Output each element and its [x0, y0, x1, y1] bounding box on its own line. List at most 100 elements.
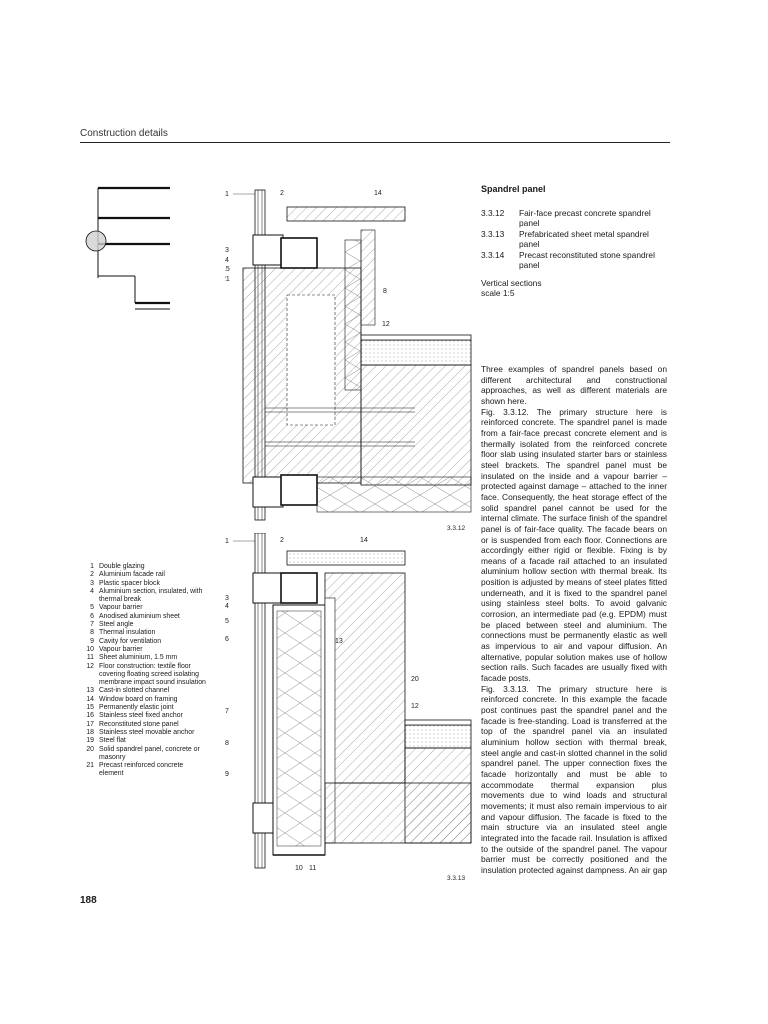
figure-caption: Prefabricated sheet metal spandrel panel: [519, 228, 649, 250]
legend-item: 9 Cavity for ventilation: [80, 638, 206, 646]
legend-number: 3: [90, 579, 94, 587]
page-number: 188: [80, 895, 97, 906]
legend-number: 20: [86, 745, 94, 753]
figure-label-3-3-12: 3.3.12: [447, 525, 465, 532]
legend-number: 21: [86, 762, 94, 770]
scale-caption-line: scale 1:5: [481, 288, 515, 299]
figure-caption: Precast reconstituted stone spandrel pan…: [519, 249, 655, 271]
section-title: Spandrel panel: [481, 184, 546, 194]
callout-8: 8: [225, 740, 229, 747]
legend: 1 Double glazing 2 Aluminium facade rail 3…: [80, 563, 206, 779]
callout-8: 8: [383, 288, 387, 295]
callout-21: 21: [225, 276, 230, 283]
figure-list: 3.3.12 Fair-face precast concrete spandr…: [481, 208, 671, 270]
callout-5: 5: [225, 618, 229, 625]
legend-number: 7: [90, 621, 94, 629]
legend-number: 19: [86, 737, 94, 745]
body-text: Three examples of spandrel panels based …: [481, 364, 667, 876]
callout-4: 4: [225, 257, 229, 264]
legend-item: 11 Sheet aluminium, 1.5 mm: [80, 654, 206, 662]
legend-item: 6 Anodised aluminium sheet: [80, 613, 206, 621]
legend-item: 1 Double glazing: [80, 563, 206, 571]
legend-text: Steel flat: [99, 737, 126, 745]
legend-text: Cavity for ventilation: [99, 637, 162, 645]
section-drawing-3-3-13: 1 2 14 3 4 5 6 13 20 12 7 8 9 10 11 3.3.…: [225, 533, 472, 882]
running-head: Construction details: [80, 128, 168, 139]
legend-number: 6: [90, 612, 94, 620]
legend-number: 10: [86, 645, 94, 653]
callout-11: 11: [309, 865, 316, 872]
fig-3-3-12-paragraph: Fig. 3.3.12. The primary structure here …: [481, 406, 667, 684]
callout-15: 15: [225, 266, 230, 273]
figure-number: 3.3.12: [481, 208, 505, 218]
callout-12: 12: [382, 321, 390, 328]
legend-number: 1: [90, 563, 94, 570]
legend-number: 12: [86, 662, 94, 670]
legend-item: 17 Reconstituted stone panel: [80, 721, 206, 729]
callout-14: 14: [374, 190, 382, 197]
legend-item: 12 Floor construction: textile floor cove…: [80, 663, 206, 688]
callout-2: 2: [280, 190, 284, 197]
legend-number: 11: [86, 654, 94, 662]
legend-number: 2: [90, 571, 94, 579]
callout-3: 3: [225, 247, 229, 254]
callout-10: 10: [295, 865, 303, 872]
callout-7: 7: [225, 708, 229, 715]
section-drawing-3-3-12: 1 2 14 3 4 15 21 8 12 3.3.12: [225, 189, 472, 532]
callout-6: 6: [225, 636, 229, 643]
legend-item: 4 Aluminium section, insulated, with ther…: [80, 588, 206, 605]
callout-1: 1: [225, 191, 229, 198]
sections-caption-line: Vertical sections: [481, 278, 542, 288]
legend-text: Aluminium section, insulated, with therm…: [99, 587, 203, 604]
legend-number: 13: [86, 687, 94, 695]
legend-number: 5: [90, 604, 94, 612]
legend-text: Plastic spacer block: [99, 579, 160, 587]
legend-number: 15: [86, 704, 94, 712]
legend-number: 17: [86, 720, 94, 728]
callout-9: 9: [225, 771, 229, 778]
callout-4: 4: [225, 603, 229, 610]
legend-text: Sheet aluminium, 1.5 mm: [99, 654, 178, 662]
callout-13: 13: [335, 638, 343, 645]
legend-item: 19 Steel flat: [80, 737, 206, 745]
legend-text: Reconstituted stone panel: [99, 720, 179, 728]
legend-text: Permanently elastic joint: [99, 704, 174, 712]
legend-item: 18 Stainless steel movable anchor: [80, 729, 206, 737]
legend-text: Aluminium facade rail: [99, 571, 165, 579]
figure-list-item: 3.3.12 Fair-face precast concrete spandr…: [481, 208, 671, 229]
key-diagram: [85, 186, 170, 310]
legend-item: 7 Steel angle: [80, 621, 206, 629]
legend-text: Solid spandrel panel, concrete or masonr…: [99, 745, 200, 761]
legend-number: 9: [90, 637, 94, 645]
callout-12: 12: [411, 703, 419, 710]
header-rule: [80, 142, 670, 143]
legend-text: Steel angle: [99, 621, 134, 629]
figure-label-3-3-13: 3.3.13: [447, 875, 465, 882]
callout-1: 1: [225, 538, 229, 545]
legend-item: 13 Cast-in slotted channel: [80, 687, 206, 695]
legend-number: 18: [86, 728, 94, 736]
legend-text: Cast-in slotted channel: [99, 687, 170, 695]
figure-number: 3.3.14: [481, 249, 505, 260]
legend-item: 20 Solid spandrel panel, concrete or maso…: [80, 746, 206, 763]
legend-number: 4: [90, 587, 94, 595]
legend-text: Anodised aluminium sheet: [99, 612, 180, 620]
legend-item: 3 Plastic spacer block: [80, 580, 206, 588]
intro-paragraph: Three examples of spandrel panels based …: [481, 364, 667, 406]
figure-list-item: 3.3.13 Prefabricated sheet metal spandre…: [481, 229, 671, 250]
fig-3-3-13-paragraph: Fig. 3.3.13. The primary structure here …: [481, 683, 667, 876]
legend-item: 2 Aluminium facade rail: [80, 571, 206, 579]
legend-text: Floor construction: textile floor coveri…: [99, 662, 206, 687]
callout-3: 3: [225, 595, 229, 602]
legend-number: 8: [90, 629, 94, 637]
legend-text: Stainless steel movable anchor: [99, 728, 195, 736]
legend-text: Double glazing: [99, 563, 145, 570]
legend-item: 15 Permanently elastic joint: [80, 704, 206, 712]
figure-list-item: 3.3.14 Precast reconstituted stone spand…: [481, 250, 671, 271]
